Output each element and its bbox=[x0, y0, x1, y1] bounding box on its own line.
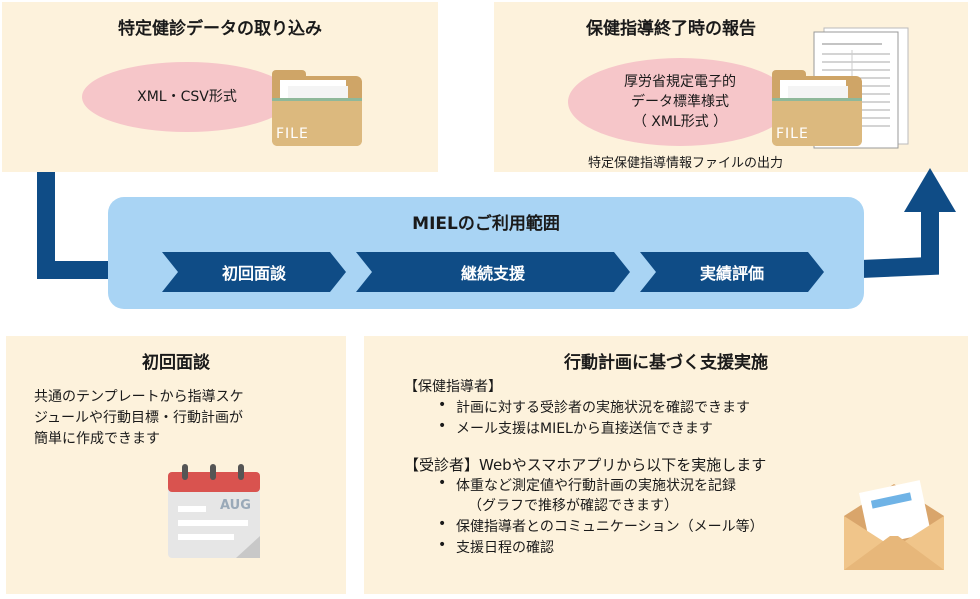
patient-item-2: 保健指導者とのコミュニケーション（メール等） bbox=[456, 519, 764, 535]
guide-bullet-1: • bbox=[438, 397, 447, 413]
step-evaluation: 実績評価 bbox=[699, 264, 764, 283]
patient-item-1-sub: （グラフで推移が確認できます） bbox=[468, 498, 678, 514]
report-file-label: FILE bbox=[776, 126, 809, 142]
import-file-label: FILE bbox=[276, 126, 309, 142]
report-panel: 保健指導終了時の報告 厚労省規定電子的 データ標準様式 （ XML形式 ） bbox=[494, 2, 968, 172]
report-format-line-3: （ XML形式 ） bbox=[632, 114, 728, 130]
report-panel-title: 保健指導終了時の報告 bbox=[586, 19, 756, 39]
patient-header: 【受診者】Webやスマホアプリから以下を実施します bbox=[404, 456, 767, 474]
report-format-line-1: 厚労省規定電子的 bbox=[624, 74, 736, 90]
import-format-ellipse: XML・CSV形式 bbox=[82, 62, 292, 132]
first-interview-line-2: ジュールや行動目標・行動計画が bbox=[34, 410, 244, 426]
action-plan-title: 行動計画に基づく支援実施 bbox=[564, 353, 768, 373]
report-format-ellipse: 厚労省規定電子的 データ標準様式 （ XML形式 ） bbox=[568, 58, 792, 146]
guide-item-1: 計画に対する受診者の実施状況を確認できます bbox=[456, 400, 750, 416]
import-panel-title: 特定健診データの取り込み bbox=[118, 19, 322, 39]
guide-item-2: メール支援はMIELから直接送信できます bbox=[456, 421, 713, 437]
miel-title: MIELのご利用範囲 bbox=[412, 214, 560, 234]
chevron-first-interview bbox=[162, 252, 346, 292]
chevron-continuous-support bbox=[356, 252, 630, 292]
patient-item-3: 支援日程の確認 bbox=[456, 540, 554, 556]
first-interview-title: 初回面談 bbox=[142, 353, 210, 373]
step-continuous-support: 継続支援 bbox=[460, 264, 525, 283]
folder-icon: FILE bbox=[770, 68, 864, 148]
patient-item-1: 体重など測定値や行動計画の実施状況を記録 bbox=[456, 478, 736, 494]
chevron-evaluation bbox=[640, 252, 824, 292]
import-format-label: XML・CSV形式 bbox=[137, 89, 237, 105]
first-interview-line-3: 簡単に作成できます bbox=[34, 431, 160, 447]
folder-icon: FILE bbox=[270, 68, 364, 148]
action-plan-panel: 行動計画に基づく支援実施 【保健指導者】 • 計画に対する受診者の実施状況を確認… bbox=[364, 336, 968, 594]
step-first-interview: 初回面談 bbox=[221, 264, 286, 283]
calendar-icon: AUG bbox=[164, 462, 268, 562]
first-interview-panel: 初回面談 共通のテンプレートから指導スケ ジュールや行動目標・行動計画が 簡単に… bbox=[6, 336, 346, 594]
patient-bullet-1: • bbox=[438, 475, 447, 491]
guide-bullet-2: • bbox=[438, 418, 447, 434]
first-interview-line-1: 共通のテンプレートから指導スケ bbox=[34, 389, 244, 405]
patient-bullet-3: • bbox=[438, 537, 447, 553]
import-panel: 特定健診データの取り込み XML・CSV形式 FILE bbox=[2, 2, 438, 172]
report-caption: 特定保健指導情報ファイルの出力 bbox=[588, 156, 784, 171]
report-format-line-2: データ標準様式 bbox=[631, 94, 729, 110]
envelope-icon bbox=[838, 478, 950, 574]
calendar-month: AUG bbox=[220, 498, 251, 513]
guide-header: 【保健指導者】 bbox=[404, 379, 502, 395]
patient-bullet-2: • bbox=[438, 516, 447, 532]
